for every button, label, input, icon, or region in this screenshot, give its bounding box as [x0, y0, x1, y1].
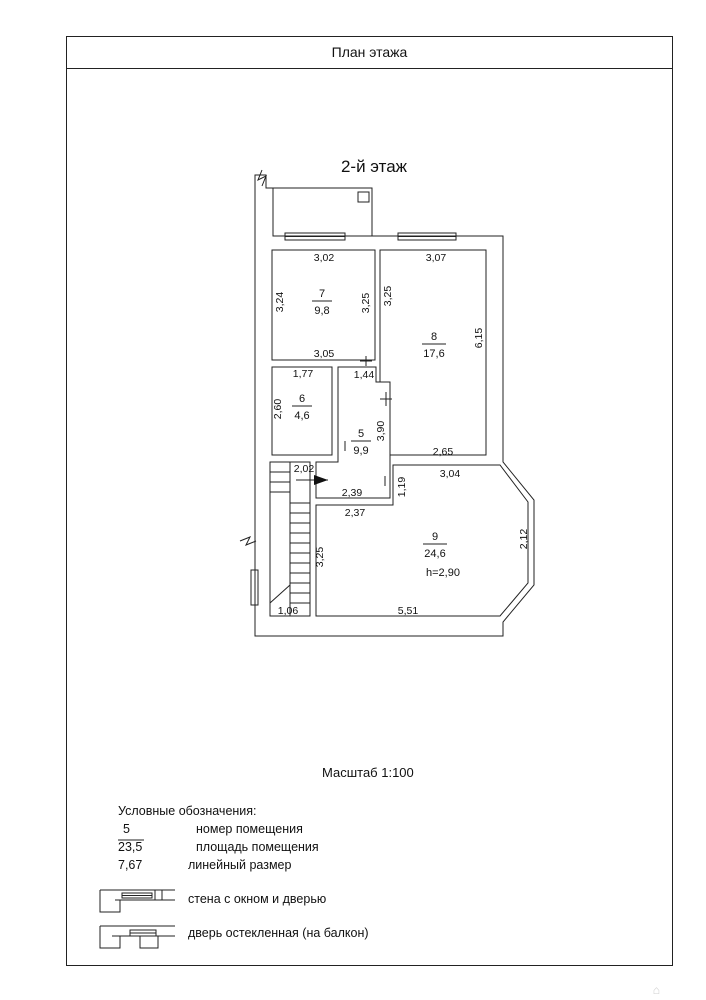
watermark: ⌂: [653, 983, 660, 997]
legend-title: Условные обозначения:: [118, 804, 257, 818]
room-labels: 7 9,8 8 17,6 6 4,6 5 9,9 9 24,6 h=2,90: [292, 288, 460, 579]
dimension-label: 6,15: [473, 328, 485, 349]
legend-sample-dimension: 7,67: [118, 858, 143, 872]
dimension-label: 2,39: [342, 487, 363, 499]
floor-title: 2-й этаж: [341, 157, 408, 176]
legend-sample-number: 5: [123, 822, 130, 836]
dimension-label: 1,19: [396, 477, 408, 498]
dimension-labels: 3,02 3,07 3,24 3,25 3,25 6,15 3,05 1,77 …: [272, 252, 530, 617]
dimension-label: 2,02: [294, 463, 315, 475]
dimension-label: 2,65: [433, 446, 454, 458]
dimension-label: 3,02: [314, 252, 335, 264]
legend-text-glazed-door: дверь остекленная (на балкон): [188, 926, 369, 940]
room-8-area: 17,6: [423, 348, 444, 360]
room-5-number: 5: [358, 428, 364, 440]
dimension-label: 1,44: [354, 369, 375, 381]
legend-text-wall-window-door: стена с окном и дверью: [188, 892, 327, 906]
room-9-area: 24,6: [424, 548, 445, 560]
dimension-label: 3,25: [382, 286, 394, 307]
room-8-number: 8: [431, 331, 437, 343]
room-9-height: h=2,90: [426, 567, 460, 579]
dimension-label: 2,37: [345, 507, 366, 519]
scale-label: Масштаб 1:100: [322, 765, 414, 780]
drawing-frame: План этажа: [66, 36, 673, 966]
legend-symbols: [99, 889, 175, 949]
room-6-area: 4,6: [294, 410, 309, 422]
dimension-label: 3,25: [314, 547, 326, 568]
dimension-label: 3,90: [375, 421, 387, 442]
room-5-area: 9,9: [353, 445, 368, 457]
stair-arrow-head-icon: [314, 475, 328, 485]
page-title: План этажа: [67, 37, 672, 69]
dimension-label: 3,24: [274, 292, 286, 313]
dimension-label: 5,51: [398, 605, 419, 617]
room-7-area: 9,8: [314, 305, 329, 317]
legend-text-dimension: линейный размер: [188, 858, 292, 872]
dimension-label: 3,05: [314, 348, 335, 360]
legend-sample-area: 23,5: [118, 840, 143, 854]
legend-text-number: номер помещения: [196, 822, 303, 836]
dimension-label: 2,60: [272, 399, 284, 420]
room-9-number: 9: [432, 531, 438, 543]
legend-text-area: площадь помещения: [196, 840, 319, 854]
dimension-label: 3,07: [426, 252, 447, 264]
room-7-number: 7: [319, 288, 325, 300]
room-6-number: 6: [299, 393, 305, 405]
dimension-label: 1,77: [293, 368, 314, 380]
dimension-label: 1,06: [278, 605, 299, 617]
dimension-label: 3,04: [440, 468, 461, 480]
dimension-label: 2,12: [518, 529, 530, 550]
walls: [239, 169, 535, 637]
dimension-label: 3,25: [360, 293, 372, 314]
